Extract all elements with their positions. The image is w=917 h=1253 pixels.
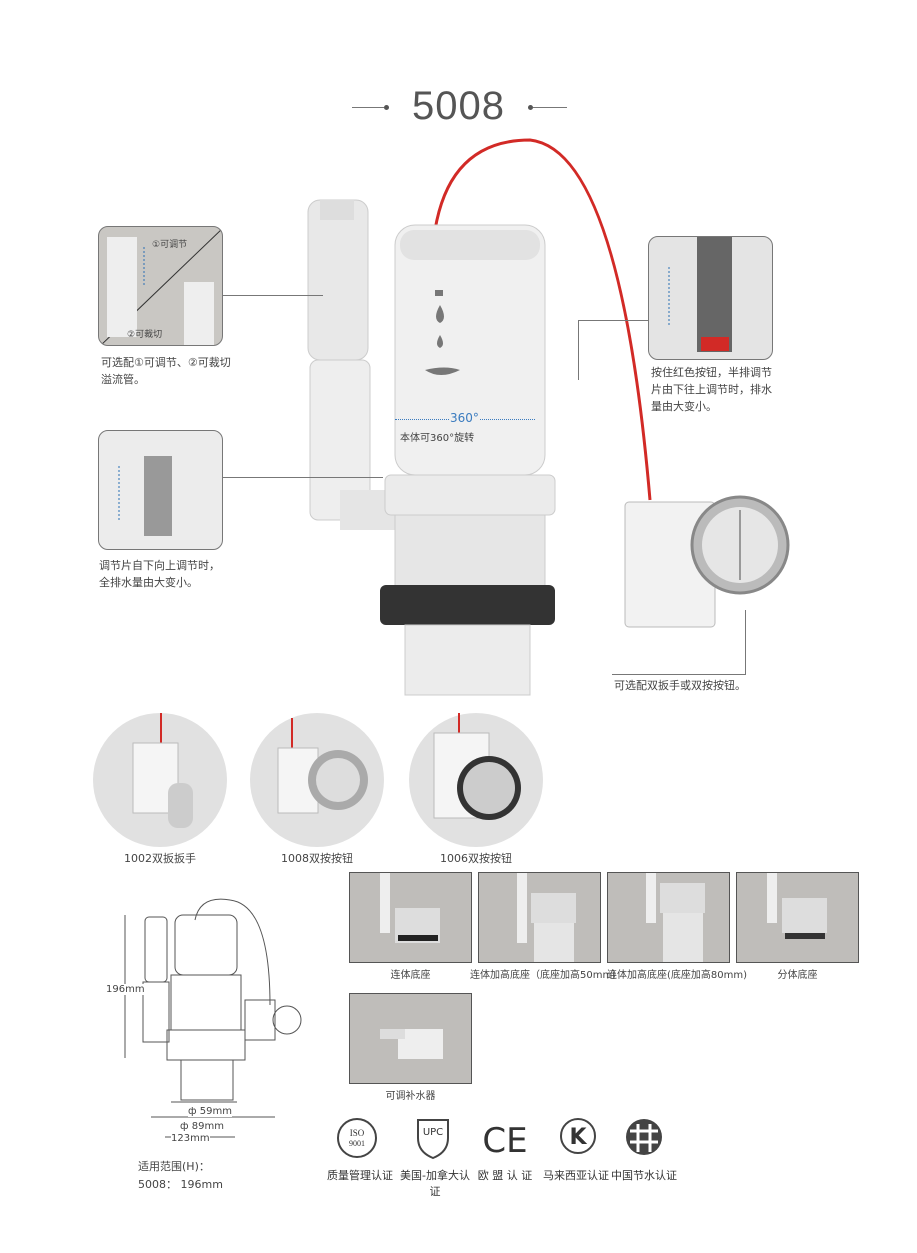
rotation-caption: 本体可360°旋转 [400, 433, 475, 444]
tag-cuttable: ②可裁切 [127, 330, 163, 340]
svg-text:9001: 9001 [349, 1139, 365, 1148]
leader-line [578, 320, 579, 380]
title-line-left [352, 107, 384, 108]
height-dimension: 196mm [106, 984, 145, 995]
range-value: 5008： 196mm [138, 1178, 223, 1191]
ce-logo: CE [482, 1121, 527, 1161]
option-1002-image [93, 713, 227, 847]
dimension-drawing [124, 898, 302, 1138]
range-label: 适用范围(H)： [138, 1160, 210, 1173]
cert-label: 质量管理认证 [327, 1169, 393, 1182]
rotation-angle: 360° [450, 410, 479, 427]
base-label: 连体加高底座(底座加高80mm) [607, 970, 748, 981]
cert-label: 马来西亚认证 [543, 1169, 609, 1182]
caption-line: 量由大变小。 [651, 400, 717, 413]
option-1006-image [409, 713, 543, 847]
tag-adjustable: ①可调节 [152, 240, 188, 250]
refill-adjuster-image [349, 993, 472, 1084]
option-label: 1006双按按钮 [440, 852, 512, 865]
svg-text:CE: CE [482, 1121, 527, 1161]
base-label: 连体加高底座（底座加高50mm） [470, 970, 623, 981]
adjust-plate-inset [98, 430, 223, 550]
caption-line: 调节片自下向上调节时， [99, 559, 220, 572]
caption-line: 按住红色按钮，半排调节 [651, 366, 772, 379]
caption-line: 可选配①可调节、②可裁切 [101, 356, 231, 369]
diameter-89: ф 89mm [180, 1121, 224, 1132]
upc-logo: UPC [417, 1119, 449, 1160]
svg-text:UPC: UPC [423, 1127, 443, 1138]
caption-line: 全排水量由大变小。 [99, 576, 198, 589]
svg-text:K: K [569, 1125, 587, 1150]
adjust-plate-caption: 调节片自下向上调节时， 全排水量由大变小。 [99, 557, 220, 591]
red-button-inset [648, 236, 773, 360]
title-dot-right [528, 105, 533, 110]
flush-valve-image [307, 138, 790, 696]
option-label: 1008双按按钮 [281, 852, 353, 865]
base-label: 分体底座 [777, 970, 818, 981]
base-image [478, 872, 601, 963]
cert-label: 欧 盟 认 证 [477, 1169, 533, 1182]
red-button-caption: 按住红色按钮，半排调节 片由下往上调节时，排水 量由大变小。 [651, 364, 772, 415]
leader-line [612, 674, 746, 675]
china-water-saving-logo [626, 1119, 662, 1155]
base-image [736, 872, 859, 963]
cert-label: 美国-加拿大认证 [400, 1169, 470, 1198]
leader-line [578, 320, 648, 321]
title-dot-left [384, 105, 389, 110]
diameter-59: ф 59mm [188, 1106, 232, 1117]
caption-line: 片由下往上调节时，排水 [651, 383, 772, 396]
caption-line: 溢流管。 [101, 373, 145, 386]
cert-label: 中国节水认证 [611, 1169, 677, 1182]
overflow-tube-inset: ①可调节 ②可裁切 [98, 226, 223, 346]
option-1008-image [250, 713, 384, 847]
overflow-tube-caption: 可选配①可调节、②可裁切 溢流管。 [101, 354, 231, 388]
leader-line [745, 610, 746, 674]
model-title: 5008 [412, 84, 505, 128]
leader-line [223, 295, 323, 296]
leader-line [223, 477, 383, 478]
base-image [349, 872, 472, 963]
option-label: 1002双扳扳手 [124, 852, 196, 865]
width-dimension: 123mm [171, 1133, 210, 1144]
base-image [607, 872, 730, 963]
base-label: 可调补水器 [385, 1091, 436, 1102]
title-line-right [533, 107, 567, 108]
push-button-caption: 可选配双扳手或双按按钮。 [614, 679, 746, 692]
svg-text:ISO: ISO [350, 1128, 365, 1138]
base-label: 连体底座 [390, 970, 431, 981]
k-mark-logo: K [560, 1118, 596, 1154]
